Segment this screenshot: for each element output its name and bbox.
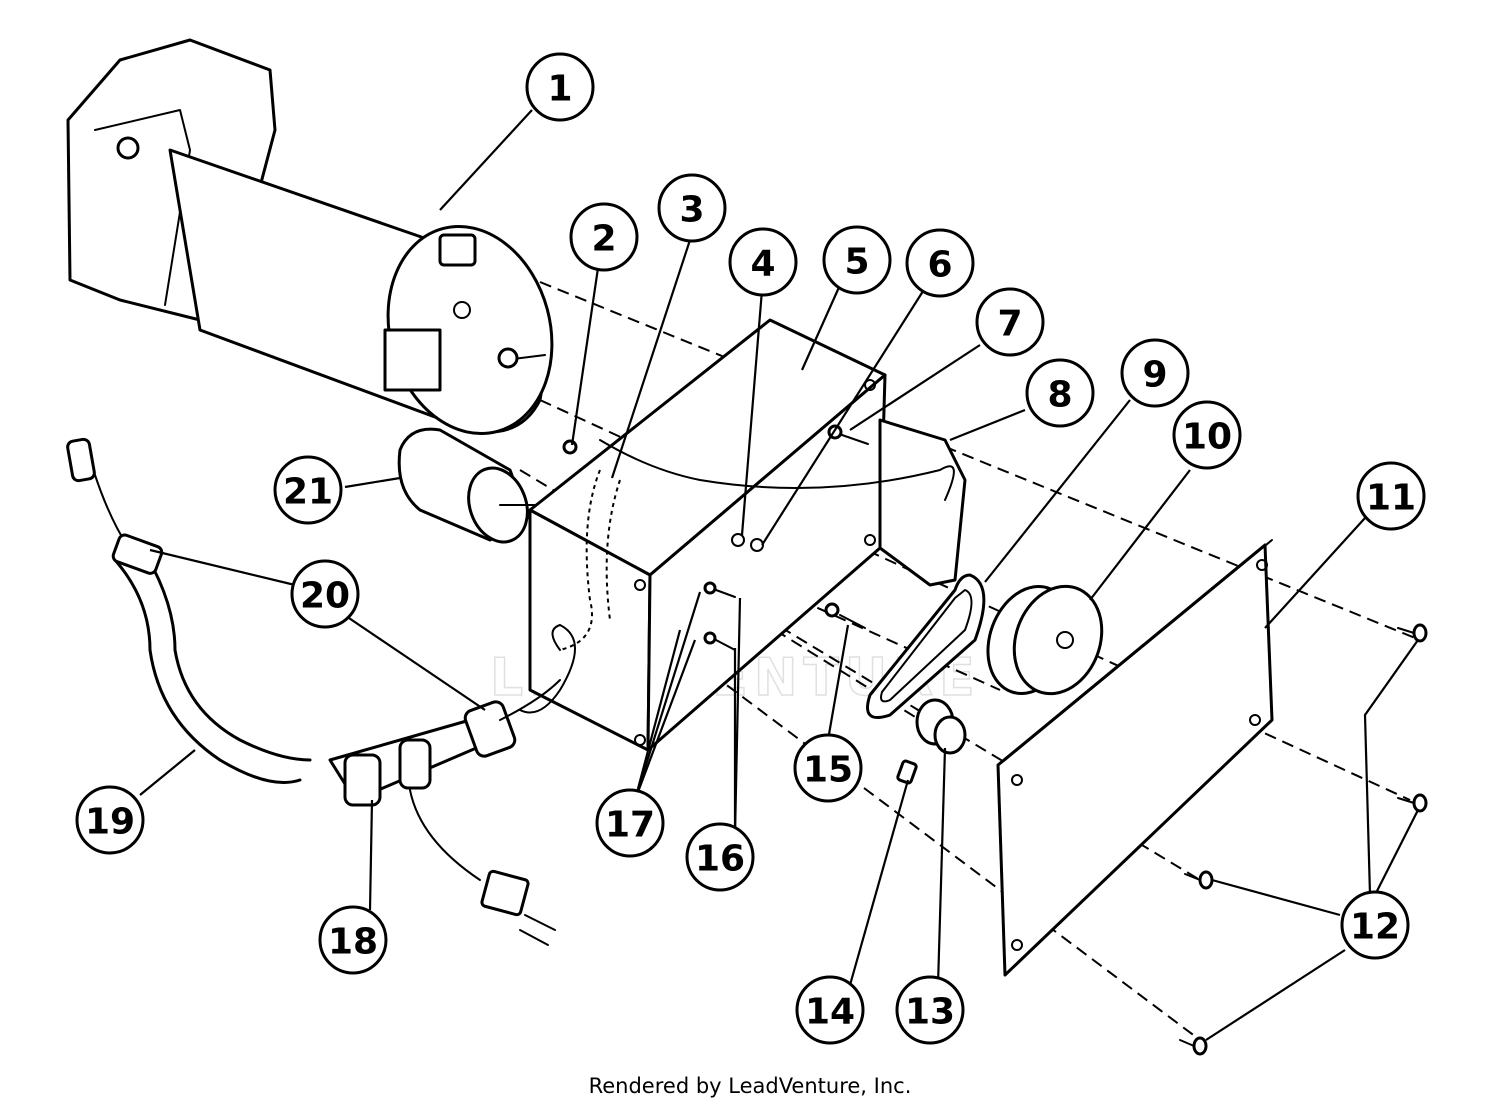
- callout-14: 14: [795, 975, 865, 1045]
- svg-text:19: 19: [85, 802, 135, 843]
- callout-4: 4: [728, 227, 798, 297]
- leader-lines: [139, 109, 1419, 1041]
- belt-part: [866, 573, 986, 719]
- callout-9: 9: [1120, 338, 1190, 408]
- callout-20: 20: [290, 559, 360, 629]
- svg-text:8: 8: [1047, 375, 1072, 416]
- callout-19: 19: [75, 785, 145, 855]
- callout-13: 13: [895, 975, 965, 1045]
- pulley-part: [986, 584, 1104, 696]
- callout-3: 3: [657, 173, 727, 243]
- svg-text:10: 10: [1182, 417, 1232, 458]
- callout-18: 18: [318, 905, 388, 975]
- svg-text:16: 16: [695, 839, 745, 880]
- motor-part: [66, 38, 554, 436]
- footer-credit: Rendered by LeadVenture, Inc.: [588, 1074, 912, 1098]
- svg-text:18: 18: [328, 922, 378, 963]
- svg-text:21: 21: [283, 472, 333, 513]
- cover-screws-part: [1179, 623, 1428, 1056]
- callout-1: 1: [525, 52, 595, 122]
- callout-21: 21: [273, 455, 343, 525]
- svg-text:3: 3: [679, 190, 704, 231]
- callout-2: 2: [569, 202, 639, 272]
- callout-7: 7: [975, 287, 1045, 357]
- svg-text:1: 1: [547, 69, 572, 110]
- svg-text:17: 17: [605, 805, 655, 846]
- svg-text:6: 6: [927, 245, 952, 286]
- cord-assembly-part: [66, 437, 561, 946]
- svg-text:7: 7: [997, 304, 1022, 345]
- callout-8: 8: [1025, 358, 1095, 428]
- svg-text:4: 4: [750, 244, 775, 285]
- small-pulley-part: [915, 698, 967, 755]
- callout-6: 6: [905, 228, 975, 298]
- svg-text:12: 12: [1350, 907, 1400, 948]
- callout-16: 16: [685, 822, 755, 892]
- svg-text:20: 20: [300, 576, 350, 617]
- svg-text:15: 15: [803, 750, 853, 791]
- svg-text:5: 5: [844, 242, 869, 283]
- callout-10: 10: [1172, 400, 1242, 470]
- svg-text:13: 13: [905, 992, 955, 1033]
- capacitor-part: [397, 427, 541, 544]
- svg-text:9: 9: [1142, 355, 1167, 396]
- callout-17: 17: [595, 788, 665, 858]
- housing-bracket-part: [519, 318, 967, 752]
- callout-11: 11: [1356, 461, 1426, 531]
- set-screw-part: [896, 759, 918, 785]
- callout-5: 5: [822, 225, 892, 295]
- svg-text:2: 2: [591, 219, 616, 260]
- callout-12: 12: [1340, 890, 1410, 960]
- cover-plate-part: [996, 539, 1274, 977]
- svg-text:11: 11: [1366, 478, 1416, 519]
- callout-15: 15: [793, 733, 863, 803]
- svg-text:14: 14: [805, 992, 855, 1033]
